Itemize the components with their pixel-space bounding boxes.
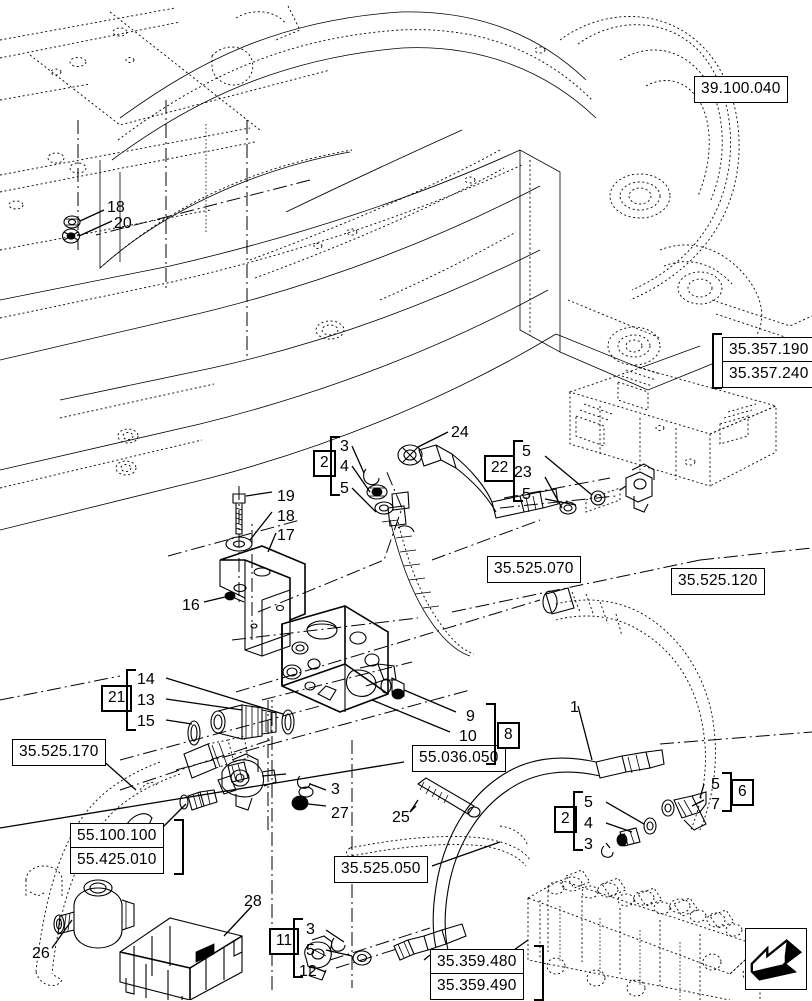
hose-35-525-120: [542, 587, 716, 833]
callout-23[interactable]: 23: [514, 464, 532, 481]
valve-detail-small: [619, 463, 655, 513]
group-box-22[interactable]: 22: [484, 455, 516, 482]
callout-5-e[interactable]: 5: [584, 794, 593, 811]
ref-label-35-525-170[interactable]: 35.525.170: [12, 739, 106, 766]
ref-label-35-525-050[interactable]: 35.525.050: [334, 856, 428, 883]
callout-3-d[interactable]: 3: [306, 921, 315, 938]
group-box-6[interactable]: 6: [731, 779, 754, 806]
callout-3-c[interactable]: 3: [331, 781, 340, 798]
ref-label-35-359-480[interactable]: 35.359.480: [430, 949, 524, 976]
callout-5-a[interactable]: 5: [340, 480, 349, 497]
callout-28[interactable]: 28: [244, 893, 262, 910]
bracket-group-6: [722, 772, 732, 812]
callout-5-b[interactable]: 5: [522, 443, 531, 460]
ref-label-39-100-040[interactable]: 39.100.040: [694, 76, 788, 103]
hose-35-525-070: [381, 491, 475, 657]
group-box-8[interactable]: 8: [497, 722, 520, 749]
ref-label-35-357-190[interactable]: 35.357.190: [722, 337, 812, 364]
part-26-fitting: [25, 865, 135, 949]
bolt-25-hose-35-525-050: [345, 777, 531, 867]
valve-35-357: [568, 363, 778, 513]
bracket-group-2-lower: [573, 791, 583, 851]
bracket-group-2-upper: [330, 436, 340, 496]
bracket-assembly-17: [203, 486, 306, 657]
bracket-group-21: [126, 669, 136, 731]
callout-13[interactable]: 13: [137, 692, 155, 709]
callout-26[interactable]: 26: [32, 945, 50, 962]
chassis-frame: [0, 5, 812, 531]
valve-body-27: [221, 753, 327, 811]
ref-label-35-525-120[interactable]: 35.525.120: [671, 568, 765, 595]
bracket-35-357-pair: [712, 333, 722, 389]
fitting-group-2-upper: [351, 445, 394, 515]
bracket-group-22: [513, 440, 523, 502]
group-box-2-lower[interactable]: 2: [554, 806, 577, 833]
callout-27[interactable]: 27: [331, 805, 349, 822]
valve-block-55-036-050: [0, 605, 457, 829]
ref-label-35-525-070[interactable]: 35.525.070: [487, 556, 581, 583]
elbow-24-hose: [397, 431, 617, 519]
callout-25[interactable]: 25: [392, 809, 410, 826]
callout-5-f[interactable]: 5: [306, 942, 315, 959]
fitting-group-11: [304, 923, 467, 981]
callout-3-b[interactable]: 3: [584, 836, 593, 853]
coupler-group-21: [119, 677, 321, 761]
callout-16[interactable]: 16: [182, 597, 200, 614]
bracket-group-11: [293, 918, 303, 978]
bracket-35-359-pair: [534, 945, 544, 1001]
part-28-crate: [119, 905, 253, 1000]
group-box-2-upper[interactable]: 2: [313, 450, 336, 477]
direction-arrow-icon: [745, 928, 807, 990]
callout-10[interactable]: 10: [459, 728, 477, 745]
callout-15[interactable]: 15: [137, 713, 155, 730]
main-valve-bank: [499, 869, 762, 1000]
ref-label-55-100-100[interactable]: 55.100.100: [70, 823, 164, 850]
callout-18-bracket[interactable]: 18: [277, 508, 295, 525]
callout-7[interactable]: 7: [711, 796, 720, 813]
ref-label-35-359-490[interactable]: 35.359.490: [430, 973, 524, 1000]
callout-9[interactable]: 9: [466, 708, 475, 725]
callout-14[interactable]: 14: [137, 671, 155, 688]
bracket-55-100-425-pair: [174, 819, 184, 875]
main-hose-1: [432, 705, 707, 951]
callout-20-frame[interactable]: 20: [114, 215, 132, 232]
callout-18-frame[interactable]: 18: [107, 199, 125, 216]
callout-4-a[interactable]: 4: [340, 458, 349, 475]
callout-1[interactable]: 1: [570, 699, 579, 716]
ref-label-35-357-240[interactable]: 35.357.240: [722, 361, 812, 388]
center-lines: [0, 100, 812, 990]
ref-label-55-036-050[interactable]: 55.036.050: [412, 745, 506, 772]
bracket-group-8: [486, 703, 496, 765]
callout-24[interactable]: 24: [451, 424, 469, 441]
callout-5-d[interactable]: 5: [711, 776, 720, 793]
callout-5-c[interactable]: 5: [522, 486, 531, 503]
callout-3-a[interactable]: 3: [340, 438, 349, 455]
callout-4-b[interactable]: 4: [584, 815, 593, 832]
hardware-18-20: [61, 209, 113, 244]
ref-label-55-425-010[interactable]: 55.425.010: [70, 847, 164, 874]
fitting-55-100-100: [153, 761, 249, 837]
callout-17[interactable]: 17: [277, 527, 295, 544]
callout-12[interactable]: 12: [299, 963, 317, 980]
callout-19[interactable]: 19: [277, 488, 295, 505]
